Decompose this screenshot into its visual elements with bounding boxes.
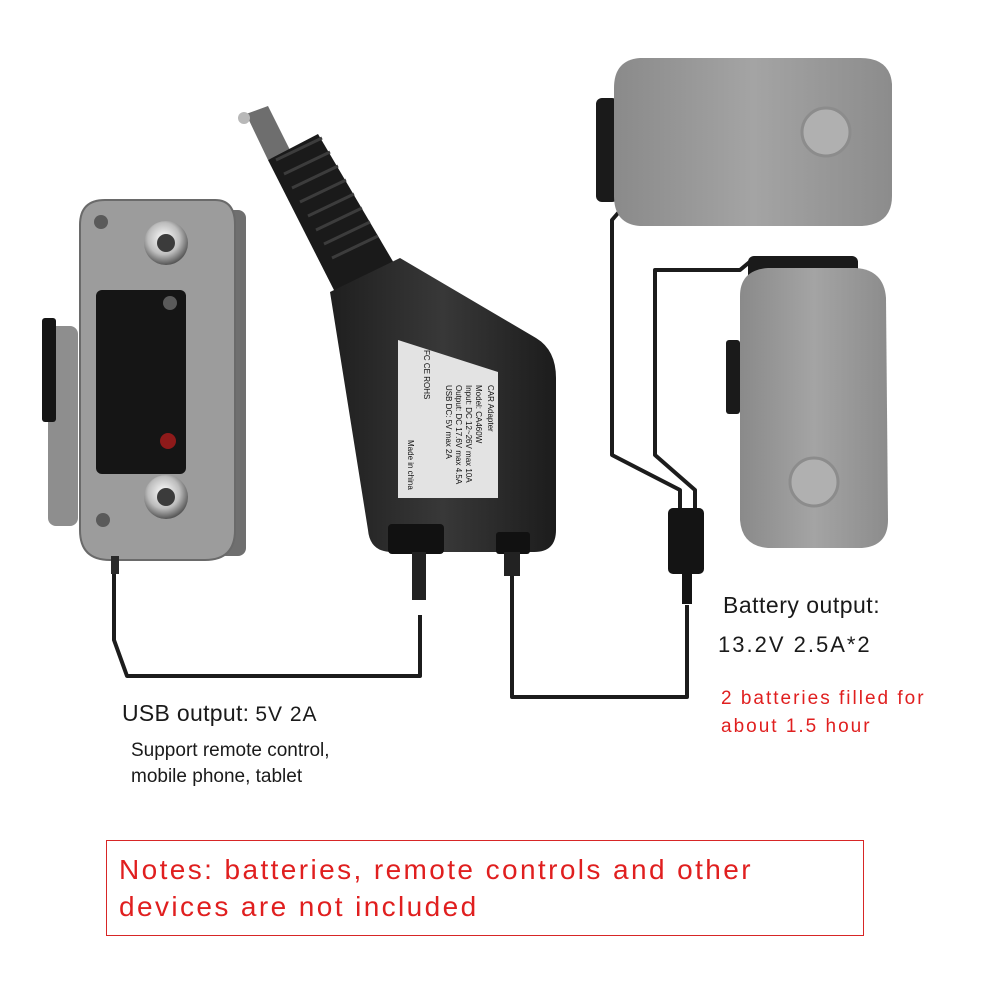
label-model: Model: CA460W xyxy=(474,385,483,444)
label-output: Output: DC 17.6V max 4.5A xyxy=(454,385,463,485)
remote-controller-icon xyxy=(42,199,246,574)
usb-output-value: 5V 2A xyxy=(255,703,318,726)
notes-box: Notes: batteries, remote controls and ot… xyxy=(106,840,864,936)
adapter-label-text: CAR Adapter Model: CA460W Input: DC 12~2… xyxy=(406,350,495,490)
usb-output-title: USB output:5V 2A xyxy=(122,700,318,727)
battery-icon xyxy=(726,256,888,548)
battery-output-title: Battery output: xyxy=(723,592,881,618)
label-brand-line: CAR Adapter xyxy=(486,385,495,432)
battery-icon xyxy=(596,58,892,226)
cables xyxy=(112,169,754,699)
usb-cable xyxy=(112,572,422,678)
usb-output-label: USB output: xyxy=(122,700,250,726)
battery-charge-note: 2 batteries filled for about 1.5 hour xyxy=(721,688,926,737)
label-usb: USB DC: 5V max 2A xyxy=(444,385,453,459)
label-marks: FC CE ROHS xyxy=(422,350,431,399)
battery-output-value: 13.2V 2.5A*2 xyxy=(718,632,872,657)
notes-text: Notes: batteries, remote controls and ot… xyxy=(119,854,753,922)
cable-splitter xyxy=(668,508,704,574)
battery-split-cable-2 xyxy=(653,258,754,512)
label-input: Input: DC 12~26V max 10A xyxy=(464,385,473,483)
battery-cable xyxy=(510,572,689,699)
usb-output-description: Support remote control, mobile phone, ta… xyxy=(131,740,330,787)
label-origin: Made in china xyxy=(406,440,415,490)
car-charger-icon: CAR Adapter Model: CA460W Input: DC 12~2… xyxy=(238,106,556,600)
